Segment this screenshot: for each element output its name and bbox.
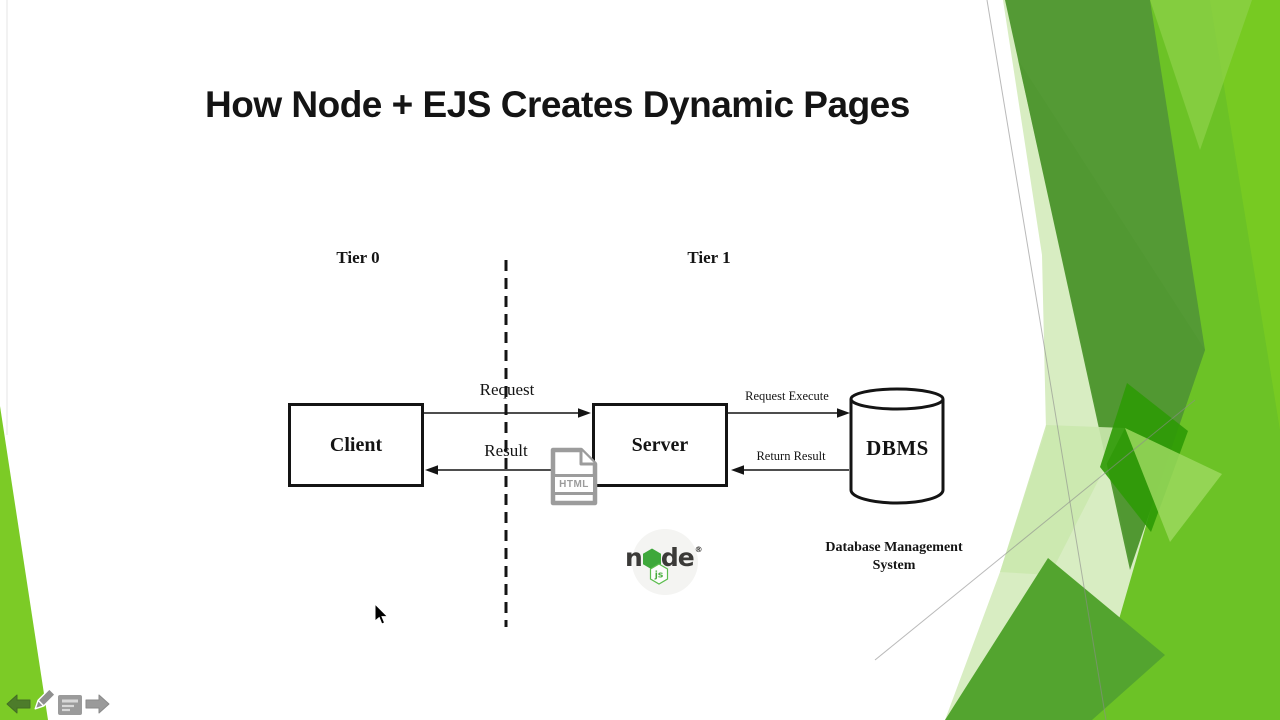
- dbms-cylinder-body: [849, 399, 945, 505]
- nodejs-word-prefix: n: [625, 543, 643, 572]
- left-corner-wedge: [0, 406, 48, 720]
- dbms-caption-line1: Database Management: [825, 540, 963, 555]
- dbms-caption: Database Management System: [804, 539, 984, 575]
- slide-menu-button[interactable]: [57, 694, 83, 716]
- nodejs-js-badge-label: js: [654, 571, 663, 581]
- registered-trademark: ®: [694, 545, 703, 554]
- facet-medium-band-bottom: [945, 558, 1165, 720]
- facet-thin-line-shallow: [874, 399, 1196, 661]
- client-box-label: Client: [329, 433, 383, 456]
- result-arrow-head: [425, 465, 438, 475]
- return-result-arrow-head: [731, 465, 744, 475]
- slide-title: How Node + EJS Creates Dynamic Pages: [205, 84, 910, 125]
- request-execute-arrow-head: [837, 408, 850, 418]
- tier0-label: Tier 0: [336, 248, 380, 267]
- dbms-label: DBMS: [866, 436, 929, 460]
- facet-light-overlay: [1125, 428, 1222, 542]
- dbms-caption-line2: System: [872, 558, 916, 573]
- dbms-cylinder-top: [849, 387, 945, 411]
- facet-thin-line-steep: [986, 0, 1107, 720]
- client-box: Client: [288, 403, 424, 487]
- request-label: Request: [479, 380, 535, 399]
- nodejs-js-badge-icon: js: [649, 563, 669, 585]
- result-label: Result: [484, 441, 528, 460]
- facet-bright-triangle: [1090, 0, 1280, 720]
- next-slide-button[interactable]: [84, 692, 110, 716]
- html-file-fold: [579, 450, 595, 466]
- return-result-label: Return Result: [756, 449, 826, 463]
- facet-pale-pocket: [1000, 425, 1125, 575]
- nodejs-wordmark: n de ®: [625, 543, 703, 572]
- back-arrow-icon: [6, 694, 31, 714]
- server-box: Server: [592, 403, 728, 487]
- tier1-label: Tier 1: [687, 248, 731, 267]
- request-arrow-head: [578, 408, 591, 418]
- notes-icon: [58, 695, 82, 715]
- facet-light-wedge-top: [1150, 0, 1252, 150]
- nodejs-word-suffix: de: [660, 543, 695, 572]
- request-execute-label: Request Execute: [745, 389, 829, 403]
- html-file-label: HTML: [552, 474, 596, 495]
- nodejs-hexagon-icon: [642, 548, 661, 569]
- forward-arrow-icon: [85, 694, 110, 714]
- facet-lighter-triangle: [1210, 0, 1280, 430]
- pen-icon: [34, 688, 56, 710]
- nodejs-logo: n de ® js: [625, 529, 703, 595]
- pen-tool-button[interactable]: [28, 688, 58, 718]
- previous-slide-button[interactable]: [6, 692, 32, 716]
- server-box-label: Server: [631, 433, 689, 456]
- mouse-cursor: [374, 603, 389, 625]
